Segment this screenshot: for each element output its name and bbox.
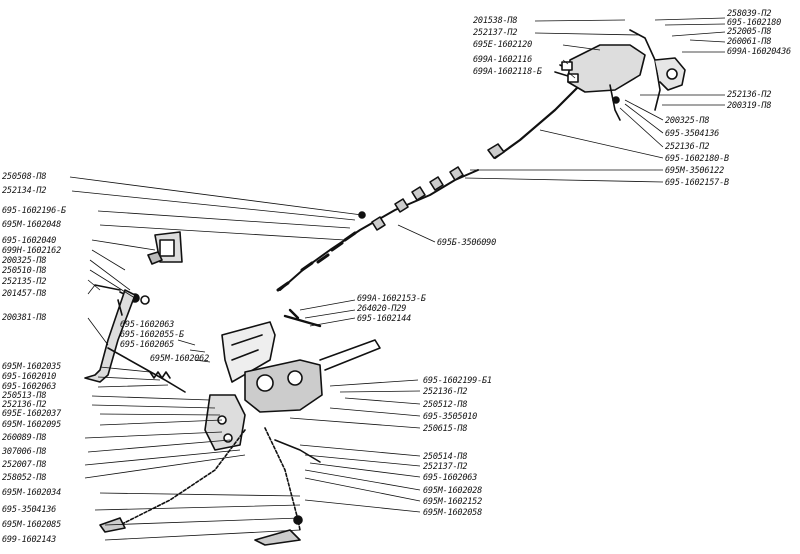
label-top-right-0: 258039-П2 [727, 9, 772, 19]
label-left-13: 695-1602063 [2, 382, 57, 392]
label-lower-right-9: 695М-1602152 [423, 497, 483, 507]
fitting-5 [394, 198, 409, 213]
label-center-1: 699А-1602153-Б [357, 294, 426, 304]
upper-housing [567, 44, 646, 93]
label-left-11: 695М-1602035 [2, 362, 62, 372]
label-middle-right-4: 695М-3506122 [665, 166, 725, 176]
label-left-14: 250513-П8 [2, 391, 47, 401]
label-left-23: 695-3504136 [2, 505, 57, 515]
label-left-4: 695-1602040 [2, 236, 57, 246]
shaft-segment-lower [279, 169, 479, 291]
label-middle-right-0: 200325-П8 [665, 116, 710, 126]
fitting-1 [487, 143, 505, 159]
label-left-1: 252134-П2 [2, 186, 47, 196]
label-left-10: 200381-П8 [2, 313, 47, 323]
label-center-7: 695М-1602062 [150, 354, 210, 364]
fitting-2 [449, 166, 464, 181]
label-top-right-1: 695-1602180 [727, 18, 782, 28]
label-top-right-6: 200319-П8 [727, 101, 772, 111]
label-lower-right-3: 695-3505010 [423, 412, 478, 422]
leader-lines-left [69, 176, 363, 541]
label-left-18: 260089-П8 [2, 433, 47, 443]
label-lower-right-10: 695М-1602058 [423, 508, 483, 518]
label-left-0: 250508-П8 [2, 172, 47, 182]
lower-rod-left [119, 429, 246, 526]
label-lower-right-4: 250615-П8 [423, 424, 468, 434]
label-top-left-4: 699А-1602118-Б [473, 67, 542, 77]
fitting-6 [371, 216, 386, 231]
label-left-17: 695М-1602095 [2, 420, 62, 430]
label-middle-right-5: 695-1602157-В [665, 178, 729, 188]
main-shaft [493, 78, 587, 160]
label-left-15: 252136-П2 [2, 400, 47, 410]
leader-lines-right [289, 379, 421, 513]
label-center-3: 695-1602144 [357, 314, 412, 324]
label-middle-right-2: 252136-П2 [665, 142, 710, 152]
label-top-left-1: 252137-П2 [473, 28, 518, 38]
label-center-5: 695-1602055-Б [120, 330, 184, 340]
label-lower-right-7: 695-1602063 [423, 473, 478, 483]
label-left-6: 200325-П8 [2, 256, 47, 266]
fitting-3 [429, 176, 444, 191]
label-left-2: 695-1602196-Б [2, 206, 66, 216]
label-left-20: 252007-П8 [2, 460, 47, 470]
leader-lines-center [177, 224, 436, 363]
pedal-lever [84, 289, 136, 383]
lower-rod-right [264, 427, 301, 531]
label-middle-right-1: 695-3504136 [665, 129, 720, 139]
label-lower-right-6: 252137-П2 [423, 462, 468, 472]
leader-lines-top [464, 17, 726, 183]
label-center-4: 695-1602063 [120, 320, 175, 330]
label-left-3: 695М-1602048 [2, 220, 62, 230]
spring-rod [107, 347, 186, 393]
label-left-5: 699Н-1602162 [2, 246, 62, 256]
label-left-16: 695Е-1602037 [2, 409, 62, 419]
label-lower-right-1: 252136-П2 [423, 387, 468, 397]
label-top-right-5: 252136-П2 [727, 90, 772, 100]
label-top-right-3: 260061-П8 [727, 37, 772, 47]
label-middle-right-3: 695-1602180-В [665, 154, 729, 164]
label-left-7: 250510-П8 [2, 266, 47, 276]
label-top-right-2: 252005-П8 [727, 27, 772, 37]
label-center-0: 695Б-3506090 [437, 238, 497, 248]
label-left-25: 699-1602143 [2, 535, 57, 545]
label-top-right-4: 699А-16020436 [727, 47, 791, 57]
label-center-2: 264020-П29 [357, 304, 407, 314]
label-left-22: 695М-1602034 [2, 488, 62, 498]
label-left-19: 307006-П8 [2, 447, 47, 457]
plate-bracket [221, 321, 276, 383]
label-left-12: 695-1602010 [2, 372, 57, 382]
label-left-24: 695М-1602085 [2, 520, 62, 530]
label-left-9: 201457-П8 [2, 289, 47, 299]
label-lower-right-0: 695-1602199-Б1 [423, 376, 492, 386]
clip-part [147, 251, 163, 265]
label-left-8: 252135-П2 [2, 277, 47, 287]
label-top-left-3: 699А-1602116 [473, 55, 533, 65]
center-mechanism [244, 359, 323, 413]
label-lower-right-8: 695М-1602028 [423, 486, 483, 496]
label-top-left-0: 201538-П8 [473, 16, 518, 26]
fitting-4 [411, 186, 426, 201]
label-lower-right-2: 250512-П8 [423, 400, 468, 410]
label-lower-right-5: 250514-П8 [423, 452, 468, 462]
label-left-21: 258052-П8 [2, 473, 47, 483]
label-top-left-2: 695Е-1602120 [473, 40, 533, 50]
label-center-6: 695-1602065 [120, 340, 175, 350]
